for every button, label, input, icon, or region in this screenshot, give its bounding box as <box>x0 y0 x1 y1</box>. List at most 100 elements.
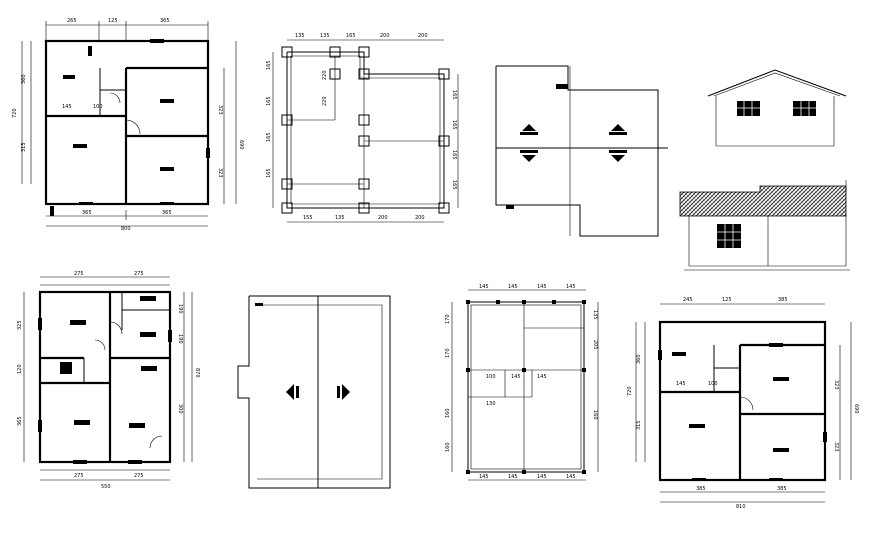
dimension-label: 265 <box>67 18 77 24</box>
dimension-label: 165 <box>266 132 272 142</box>
dimension-label: 145 <box>537 374 547 380</box>
dimension-label: 160 <box>445 408 451 418</box>
elevation-gable <box>707 69 847 147</box>
dimension-label: 100 <box>93 104 103 110</box>
floor-plan-top-left: 265 125 365 365 365 800 360 315 720 145 … <box>12 18 244 232</box>
dimension-label: 160 <box>592 410 598 420</box>
dimension-label: 800 <box>121 226 131 232</box>
roof-plan-top <box>495 65 668 237</box>
window <box>206 148 210 158</box>
dimension-label: 100 <box>708 381 718 387</box>
dimension-label: 323 <box>833 442 839 452</box>
dimension-label: 220 <box>322 96 328 106</box>
dimension-label: 365 <box>162 210 172 216</box>
dimension-label: 100 <box>486 374 496 380</box>
dimension-label: 135 <box>335 215 345 221</box>
dimension-label: 275 <box>134 271 144 277</box>
dimension-label: 145 <box>508 474 518 480</box>
floor-plan-bottom-right: 245 125 385 145 100 385 385 810 360 315 … <box>627 297 859 510</box>
dimension-label: 275 <box>134 473 144 479</box>
room-label <box>63 75 75 79</box>
door-swing <box>125 119 141 135</box>
window <box>88 46 92 56</box>
dimension-label: 145 <box>508 284 518 290</box>
dimension-label: 125 <box>722 297 732 303</box>
dimension-label: 170 <box>445 314 451 324</box>
elevation-side <box>679 180 850 271</box>
dimension-label: 275 <box>74 473 84 479</box>
window <box>79 202 93 205</box>
dimension-label: 200 <box>415 215 425 221</box>
dimension-label: 315 <box>21 142 27 152</box>
dimension-label: 145 <box>62 104 72 110</box>
dimension-label: 165 <box>451 120 457 130</box>
dimension-label: 200 <box>380 33 390 39</box>
window <box>50 206 54 216</box>
room-label <box>73 144 87 148</box>
window <box>160 202 174 205</box>
dimension-label: 165 <box>266 168 272 178</box>
dimension-label: 165 <box>451 90 457 100</box>
dimension-label: 385 <box>778 297 788 303</box>
dimension-label: 165 <box>346 33 356 39</box>
dimension-label: 145 <box>676 381 686 387</box>
dimension-label: 145 <box>537 284 547 290</box>
dimension-label: 125 <box>108 18 118 24</box>
dimension-label: 720 <box>12 108 18 118</box>
room-label <box>160 99 174 103</box>
dimension-label: 135 <box>320 33 330 39</box>
room-label <box>160 167 174 171</box>
dimension-label: 155 <box>303 215 313 221</box>
dimension-label: 165 <box>266 60 272 70</box>
dimension-label: 690 <box>238 140 244 150</box>
dimension-label: 720 <box>627 386 633 396</box>
dimension-label: 360 <box>21 74 27 84</box>
dimension-label: 190 <box>177 304 183 314</box>
dimension-label: 323 <box>833 380 839 390</box>
floor-plan-bottom-left: 275 275 275 275 550 325 120 365 <box>17 271 200 490</box>
roof-plan-bottom <box>237 295 391 489</box>
dimension-label: 385 <box>777 486 787 492</box>
dimension-label: 165 <box>266 96 272 106</box>
dimension-label: 145 <box>566 284 576 290</box>
beam-plan-bottom: 145 145 145 145 100 145 145 130 145 145 … <box>445 284 599 481</box>
dimension-label: 135 <box>592 310 598 320</box>
dimension-label: 315 <box>636 420 642 430</box>
dimension-label: 550 <box>101 484 111 490</box>
dimension-label: 365 <box>17 416 23 426</box>
dimension-label: 300 <box>177 404 183 414</box>
dimension-label: 323 <box>217 168 223 178</box>
dimension-label: 145 <box>479 474 489 480</box>
dimension-label: 365 <box>82 210 92 216</box>
dimension-label: 325 <box>17 320 23 330</box>
window <box>150 39 164 43</box>
column-grid-plan-top: 135 135 165 200 200 <box>266 33 459 223</box>
dimension-label: 245 <box>683 297 693 303</box>
dimension-label: 135 <box>295 33 305 39</box>
dimension-label: 200 <box>418 33 428 39</box>
dimension-label: 145 <box>479 284 489 290</box>
dimension-label: 145 <box>537 474 547 480</box>
dimension-label: 870 <box>194 368 200 378</box>
dimension-label: 190 <box>177 334 183 344</box>
dimension-label: 170 <box>445 348 451 358</box>
dimension-label: 130 <box>486 401 496 407</box>
dimension-label: 810 <box>736 504 746 510</box>
dimension-label: 120 <box>17 364 23 374</box>
dimension-label: 690 <box>853 404 859 414</box>
dimension-label: 275 <box>74 271 84 277</box>
column-markers <box>281 46 450 214</box>
dimension-label: 200 <box>378 215 388 221</box>
dimension-label: 165 <box>451 180 457 190</box>
dimension-label: 385 <box>696 486 706 492</box>
dimension-label: 360 <box>636 354 642 364</box>
dimension-label: 160 <box>445 442 451 452</box>
dimension-label: 220 <box>322 70 328 80</box>
dimension-label: 165 <box>451 150 457 160</box>
door-swing <box>109 92 121 104</box>
dimension-label: 145 <box>566 474 576 480</box>
dimension-label: 145 <box>511 374 521 380</box>
dimension-label: 365 <box>160 18 170 24</box>
